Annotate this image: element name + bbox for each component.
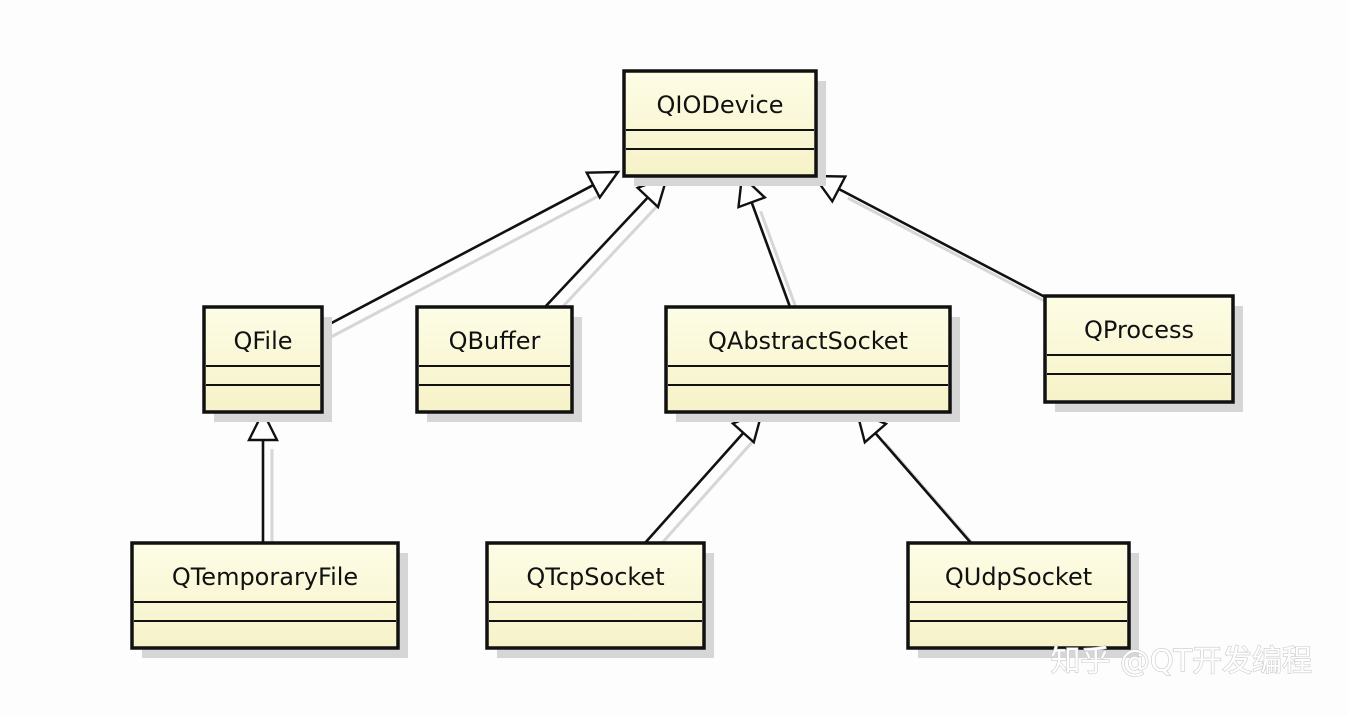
class-name-qfile: QFile [233, 327, 292, 355]
class-name-qtemporaryfile: QTemporaryFile [172, 563, 358, 591]
generalization-arrowhead-icon [584, 170, 621, 200]
class-box-body [622, 69, 818, 178]
class-name-qudpsocket: QUdpSocket [945, 563, 1092, 591]
edge-line [644, 432, 745, 544]
inheritance-qbuffer-to-qiodevice [544, 175, 669, 318]
edge-line [838, 187, 1046, 299]
class-box-body [130, 541, 400, 650]
class-box-qabstractsocket: QAbstractSocket [664, 305, 960, 422]
class-box-qudpsocket: QUdpSocket [906, 541, 1139, 658]
watermark: 知乎 @QT开发编程 [1051, 644, 1312, 679]
class-box-qfile: QFile [202, 305, 332, 422]
class-name-qabstractsocket: QAbstractSocket [708, 327, 908, 355]
class-box-body [664, 305, 952, 414]
edge-shadow [847, 196, 1055, 308]
class-box-qprocess: QProcess [1043, 294, 1243, 412]
edge-shadow [330, 192, 603, 339]
class-name-qiodevice: QIODevice [657, 91, 784, 119]
inheritance-qtemporaryfile-to-qfile [247, 409, 279, 552]
class-box-body [1043, 294, 1235, 404]
class-box-qtcpsocket: QTcpSocket [485, 541, 714, 658]
class-name-qtcpsocket: QTcpSocket [526, 563, 664, 591]
class-name-qprocess: QProcess [1084, 316, 1194, 344]
class-box-body [415, 305, 574, 414]
edge-line [321, 183, 594, 330]
edge-line [874, 432, 972, 544]
inheritance-qtcpsocket-to-qabstractsocket [644, 409, 764, 553]
class-box-qbuffer: QBuffer [415, 305, 582, 422]
inheritance-qprocess-to-qiodevice [811, 174, 1055, 308]
class-box-body [202, 305, 324, 414]
generalization-arrowhead-icon [247, 409, 279, 442]
edge-line [750, 201, 792, 308]
edge-shadow [759, 210, 801, 317]
class-name-qbuffer: QBuffer [449, 327, 541, 355]
inheritance-qudpsocket-to-qabstractsocket [855, 409, 982, 553]
inheritance-qfile-to-qiodevice [321, 170, 621, 339]
edge-line [544, 196, 649, 308]
inheritance-qabstractsocket-to-qiodevice [737, 173, 801, 317]
class-box-qiodevice: QIODevice [622, 69, 826, 186]
class-box-body [906, 541, 1131, 650]
edge-shadow [552, 205, 658, 318]
class-box-body [485, 541, 706, 650]
class-box-qtemporaryfile: QTemporaryFile [130, 541, 408, 658]
edge-shadow [652, 440, 754, 553]
